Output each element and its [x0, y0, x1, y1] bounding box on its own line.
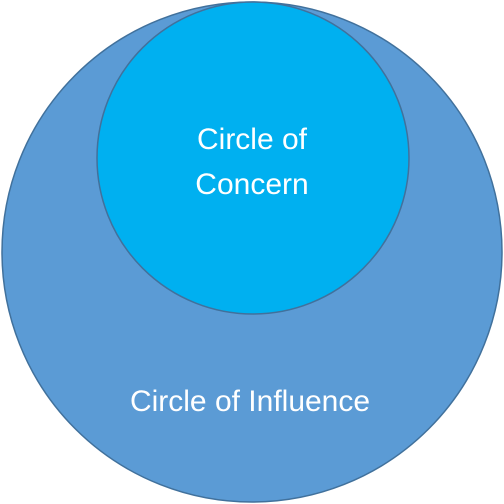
circle-of-concern-label-line1: Circle of [197, 123, 308, 156]
circle-of-influence-label: Circle of Influence [130, 385, 370, 418]
circle-of-concern-shape [96, 1, 410, 315]
circle-of-concern-label-line2: Concern [195, 168, 308, 201]
